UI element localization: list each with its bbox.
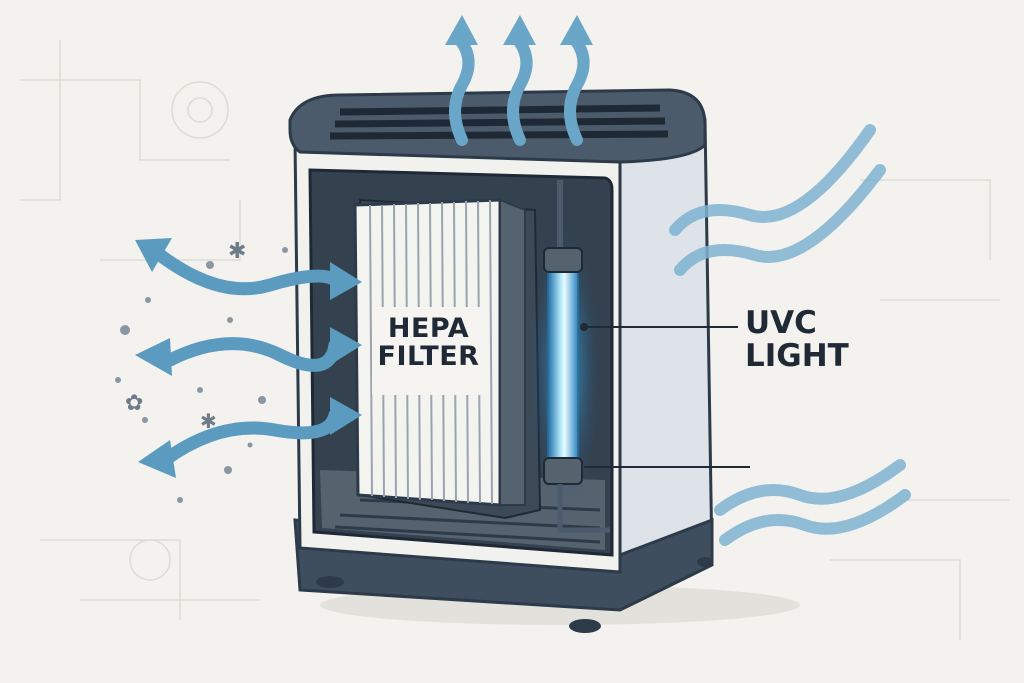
uvc-label-line2: LIGHT [745, 337, 849, 374]
outgoing-top-airflow [449, 34, 590, 146]
svg-text:✿: ✿ [125, 391, 143, 416]
foot [697, 557, 713, 567]
dust-particles: ✱ ✿ ✱ [115, 239, 288, 503]
uvc-label-line1: UVC [745, 305, 817, 341]
leader-dot [580, 323, 588, 331]
hepa-filter-label: HEPA FILTER [372, 307, 485, 395]
uvc-light-label: UVC LIGHT [745, 307, 849, 372]
hepa-label-line1: HEPA [387, 313, 470, 344]
leader-lines [584, 326, 750, 468]
top-grille [329, 104, 669, 140]
circuit-background [20, 40, 1010, 640]
incoming-airflow [153, 248, 342, 467]
foot [569, 619, 601, 633]
outgoing-top-arrowheads [445, 15, 593, 45]
uvc-lamp [530, 180, 610, 533]
svg-text:✱: ✱ [228, 239, 246, 264]
foot [316, 576, 344, 588]
incoming-arrowheads [135, 238, 362, 478]
outgoing-side-airflow [669, 124, 911, 546]
svg-text:✱: ✱ [200, 409, 217, 433]
hepa-label-line2: FILTER [377, 341, 480, 373]
